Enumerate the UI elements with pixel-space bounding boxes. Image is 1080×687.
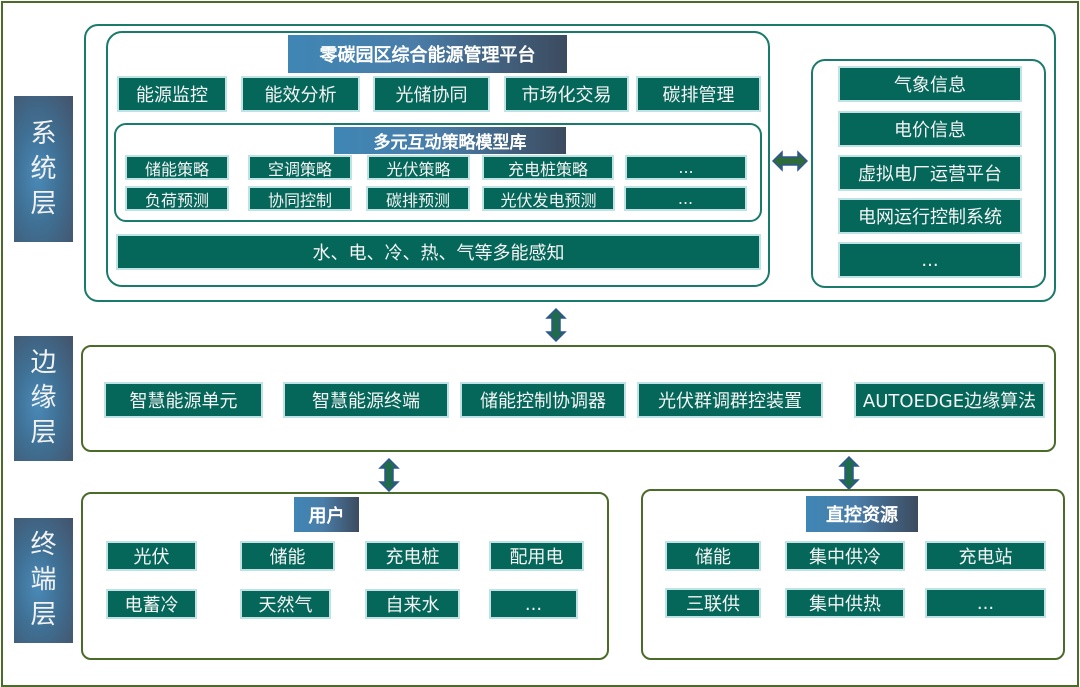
layer-label-system: 系 统 层 (14, 96, 73, 242)
strategy-library-title: 多元互动策略模型库 (334, 127, 566, 154)
direct-resource-more[interactable]: ... (925, 588, 1046, 618)
label-char: 端 (30, 565, 57, 595)
direct-resource[interactable]: 三联供 (665, 588, 761, 618)
strategy-item[interactable]: 负荷预测 (125, 186, 229, 211)
user-resource[interactable]: 自来水 (365, 589, 460, 619)
multi-energy-sensing[interactable]: 水、电、冷、热、气等多能感知 (116, 234, 761, 270)
strategy-item[interactable]: 空调策略 (248, 155, 352, 180)
double-headed-vertical-arrow-icon (378, 458, 400, 492)
user-resource-more[interactable]: ... (489, 589, 578, 619)
edge-device[interactable]: 光伏群调群控装置 (637, 382, 823, 418)
external-item-grid[interactable]: 电网运行控制系统 (838, 198, 1022, 234)
user-resource[interactable]: 天然气 (240, 589, 331, 619)
double-headed-horizontal-arrow-icon (772, 150, 808, 172)
strategy-item[interactable]: 光伏发电预测 (482, 186, 615, 211)
label-char: 统 (30, 153, 57, 184)
strategy-item-more[interactable]: ... (625, 155, 747, 180)
label-char: 层 (30, 418, 57, 448)
label-char: 层 (30, 188, 57, 219)
label-char: 层 (30, 600, 57, 630)
label-char: 缘 (30, 383, 57, 413)
direct-resource[interactable]: 充电站 (925, 541, 1046, 571)
external-item-more[interactable]: ... (838, 242, 1022, 278)
strategy-item[interactable]: 充电桩策略 (482, 155, 614, 180)
arrow-shape (378, 458, 400, 492)
double-headed-vertical-arrow-icon (838, 456, 860, 490)
arrow-shape (545, 308, 567, 342)
direct-resource[interactable]: 储能 (665, 541, 761, 571)
strategy-item-more[interactable]: ... (624, 186, 747, 211)
direct-control-title: 直控资源 (806, 496, 918, 532)
module-market-trade[interactable]: 市场化交易 (504, 76, 629, 112)
strategy-item[interactable]: 协同控制 (248, 186, 352, 211)
label-char: 终 (30, 530, 57, 560)
edge-device[interactable]: AUTOEDGE边缘算法 (854, 382, 1045, 418)
edge-device[interactable]: 智慧能源终端 (283, 382, 449, 418)
direct-resource[interactable]: 集中供热 (785, 588, 905, 618)
label-char: 边 (30, 348, 57, 378)
strategy-item[interactable]: 储能策略 (125, 155, 229, 180)
module-energy-monitor[interactable]: 能源监控 (117, 76, 227, 112)
user-resource[interactable]: 光伏 (106, 541, 197, 571)
edge-device[interactable]: 储能控制协调器 (460, 382, 626, 418)
module-efficiency-analysis[interactable]: 能效分析 (241, 76, 360, 112)
label-char: 系 (30, 118, 57, 149)
external-item-vpp[interactable]: 虚拟电厂运营平台 (838, 155, 1022, 191)
external-item-weather[interactable]: 气象信息 (838, 66, 1022, 102)
external-item-price[interactable]: 电价信息 (838, 111, 1022, 147)
module-carbon-management[interactable]: 碳排管理 (636, 76, 761, 112)
arrow-shape (772, 150, 808, 172)
layer-label-edge: 边 缘 层 (14, 336, 73, 461)
edge-device[interactable]: 智慧能源单元 (104, 382, 263, 418)
module-pv-storage[interactable]: 光储协同 (373, 76, 490, 112)
user-resource[interactable]: 配用电 (489, 541, 584, 571)
user-resource[interactable]: 储能 (240, 541, 335, 571)
double-headed-vertical-arrow-icon (545, 308, 567, 342)
direct-resource[interactable]: 集中供冷 (785, 541, 905, 571)
strategy-item[interactable]: 碳排预测 (366, 186, 470, 211)
strategy-item[interactable]: 光伏策略 (367, 155, 470, 180)
arrow-shape (838, 456, 860, 490)
platform-title: 零碳园区综合能源管理平台 (288, 35, 567, 73)
user-resource[interactable]: 电蓄冷 (106, 589, 197, 619)
user-resource[interactable]: 充电桩 (365, 541, 460, 571)
layer-label-terminal: 终 端 层 (14, 518, 73, 643)
users-title: 用户 (294, 497, 359, 532)
